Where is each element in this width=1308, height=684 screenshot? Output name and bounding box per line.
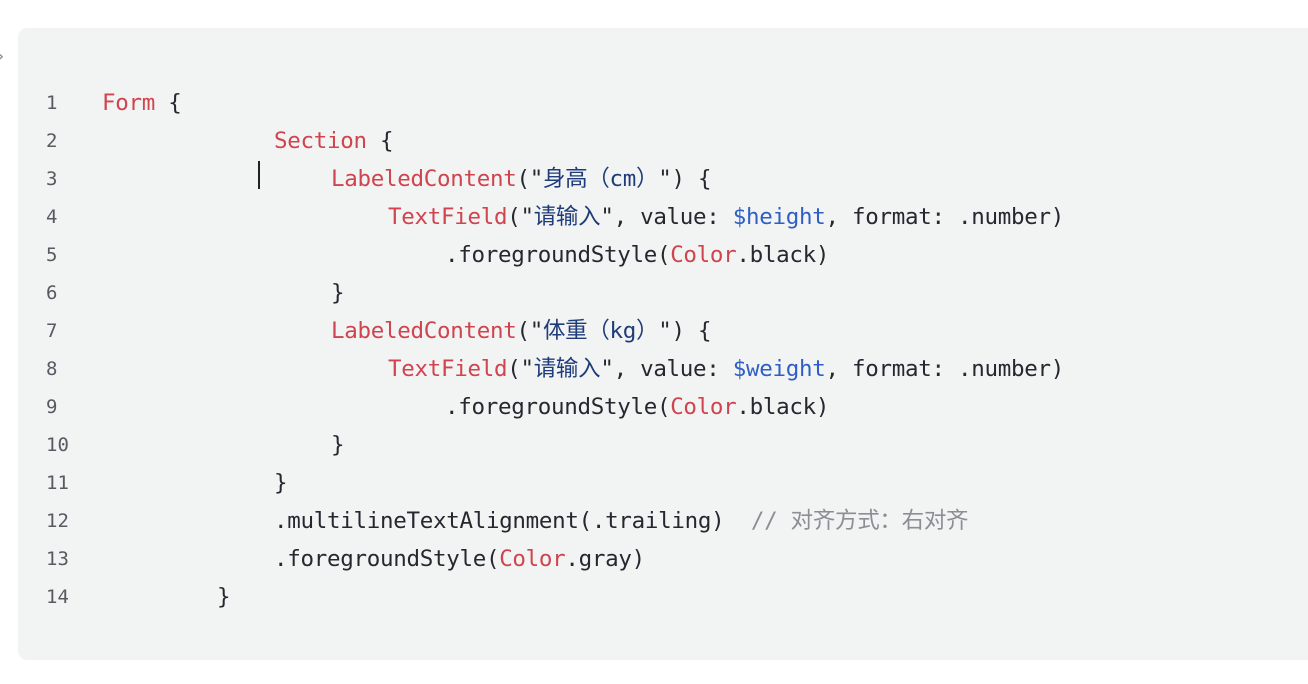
- code-token: 请输入: [533, 356, 601, 382]
- line-number: 6: [46, 282, 58, 304]
- code-token: Color: [499, 546, 566, 572]
- code-token: ") {: [658, 166, 712, 192]
- text-cursor: [258, 161, 260, 189]
- code-text: TextField("请输入", value: $weight, format:…: [388, 350, 1064, 388]
- code-token: (": [516, 318, 543, 344]
- line-number: 13: [46, 548, 69, 570]
- line-number: 3: [46, 168, 58, 190]
- code-token: $weight: [732, 356, 826, 382]
- code-text: .multilineTextAlignment(.trailing) // 对齐…: [274, 502, 969, 540]
- code-token: {: [366, 128, 394, 154]
- line-number: 8: [46, 358, 58, 380]
- code-text: LabeledContent("体重（kg）") {: [331, 312, 712, 350]
- line-number: 1: [46, 92, 58, 114]
- code-token: .foregroundStyle(: [274, 546, 500, 572]
- code-token: }: [331, 280, 345, 306]
- code-token: ", value:: [600, 356, 733, 382]
- code-text: Section {: [274, 122, 394, 160]
- line-number: 5: [46, 244, 58, 266]
- code-token: (": [507, 204, 534, 230]
- code-token: Section: [274, 128, 367, 154]
- code-token: }: [274, 470, 288, 496]
- code-text: }: [331, 426, 345, 464]
- code-text: }: [217, 578, 231, 616]
- line-number: 11: [46, 472, 69, 494]
- code-token: (": [507, 356, 534, 382]
- line-number: 2: [46, 130, 58, 152]
- code-token: 请输入: [533, 204, 601, 230]
- line-number: 9: [46, 396, 58, 418]
- code-token: TextField: [388, 356, 508, 382]
- code-token: LabeledContent: [331, 166, 517, 192]
- code-token: Color: [670, 242, 737, 268]
- code-text: LabeledContent("身高（cm）") {: [331, 160, 712, 198]
- code-token: ", value:: [600, 204, 733, 230]
- code-token: $height: [732, 204, 826, 230]
- code-token: .gray): [565, 546, 645, 572]
- code-token: .black): [736, 394, 830, 420]
- code-token: {: [155, 90, 182, 116]
- chevron-right-icon[interactable]: ›: [0, 46, 4, 67]
- code-text: TextField("请输入", value: $height, format:…: [388, 198, 1064, 236]
- code-token: LabeledContent: [331, 318, 517, 344]
- code-token: , format: .number): [825, 356, 1065, 382]
- line-number: 4: [46, 206, 58, 228]
- code-token: .foregroundStyle(: [445, 242, 671, 268]
- code-token: .black): [736, 242, 830, 268]
- code-token: TextField: [388, 204, 508, 230]
- line-number: 10: [46, 434, 69, 456]
- code-token: Form: [102, 90, 155, 116]
- code-text: }: [274, 464, 288, 502]
- code-text: }: [331, 274, 345, 312]
- line-number: 14: [46, 586, 69, 608]
- code-token: }: [331, 432, 345, 458]
- code-text: .foregroundStyle(Color.black): [445, 388, 829, 426]
- code-token: }: [217, 584, 231, 610]
- code-token: (": [516, 166, 543, 192]
- line-number: 7: [46, 320, 58, 342]
- code-token: 体重（kg）: [542, 318, 659, 344]
- code-token: ") {: [658, 318, 712, 344]
- code-text: Form {: [102, 84, 182, 122]
- code-token: // 对齐方式：右对齐: [750, 508, 969, 534]
- code-token: .foregroundStyle(: [445, 394, 671, 420]
- code-token: .multilineTextAlignment(.trailing): [274, 508, 751, 534]
- code-token: Color: [670, 394, 737, 420]
- line-number: 12: [46, 510, 69, 532]
- code-text: .foregroundStyle(Color.gray): [274, 540, 645, 578]
- code-token: 身高（cm）: [542, 166, 659, 192]
- code-token: , format: .number): [825, 204, 1065, 230]
- code-text: .foregroundStyle(Color.black): [445, 236, 829, 274]
